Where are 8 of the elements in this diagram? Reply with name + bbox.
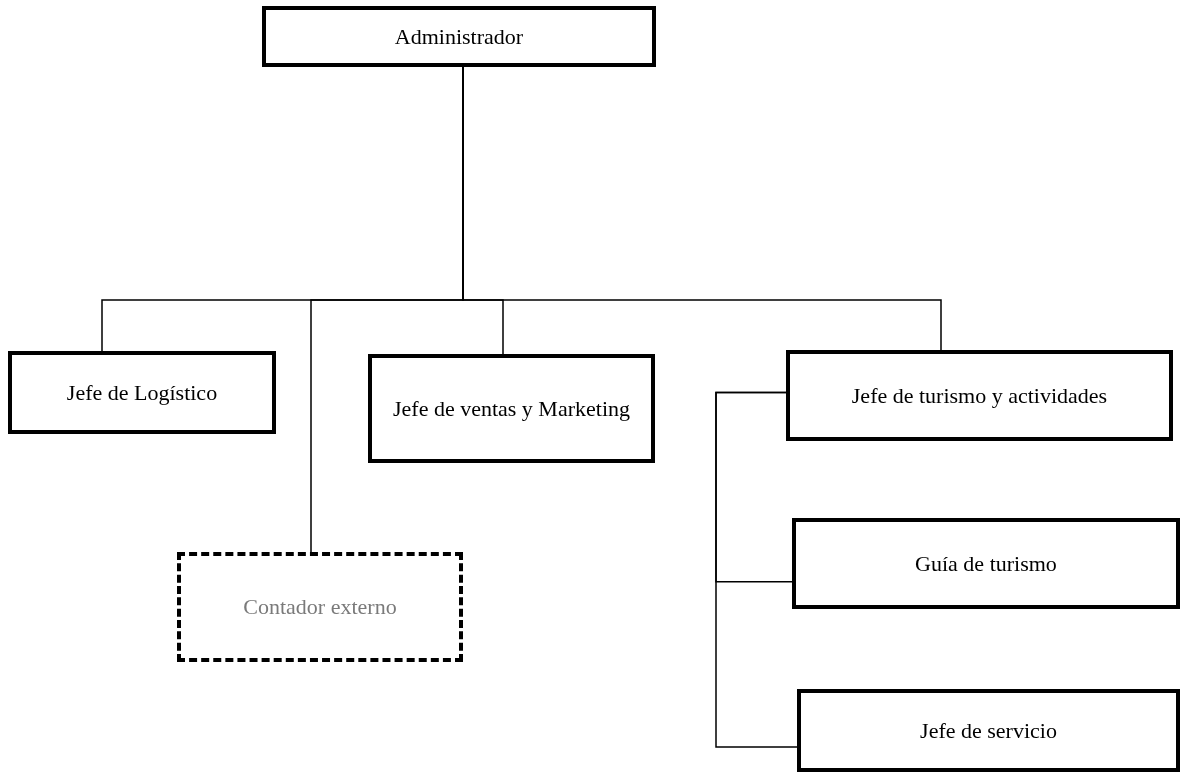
role-box: Administrador bbox=[262, 6, 656, 67]
role-box: Jefe de Logístico bbox=[8, 351, 276, 434]
dashed-box: Contador externo bbox=[177, 552, 463, 662]
role-box: Jefe de ventas y Marketing bbox=[368, 354, 655, 463]
role-box: Jefe de servicio bbox=[797, 689, 1180, 772]
connector-line bbox=[715, 391, 798, 748]
role-box: Jefe de turismo y actividades bbox=[786, 350, 1173, 441]
role-box: Guía de turismo bbox=[792, 518, 1180, 609]
